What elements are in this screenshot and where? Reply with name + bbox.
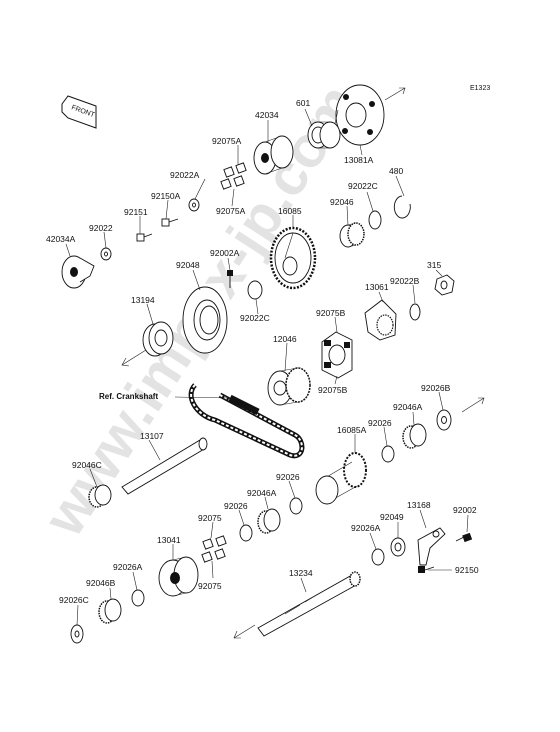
part-13194-drawing xyxy=(142,321,174,357)
label-92022C-mid: 92022C xyxy=(240,313,270,323)
label-92151: 92151 xyxy=(124,207,148,217)
label-92075B-top: 92075B xyxy=(316,308,346,318)
label-92046B: 92046B xyxy=(86,578,116,588)
part-92022C-mid-drawing xyxy=(247,280,263,300)
part-601-drawing xyxy=(307,121,341,149)
label-92026-right: 92026 xyxy=(368,418,392,428)
part-92049-drawing xyxy=(390,537,406,557)
label-92075B-bottom: 92075B xyxy=(318,385,348,395)
part-number-labels: 601 42034 13081A 92075A 92022A 92022C 48… xyxy=(46,98,479,605)
label-42034: 42034 xyxy=(255,110,279,120)
label-92022B: 92022B xyxy=(390,276,420,286)
label-13194: 13194 xyxy=(131,295,155,305)
explode-axis-lines xyxy=(121,87,485,639)
part-92026-mid-drawing xyxy=(289,497,303,515)
part-92151-drawing xyxy=(136,233,153,242)
part-92026A-right-drawing xyxy=(371,548,385,566)
label-16085: 16085 xyxy=(278,206,302,216)
part-13081A-drawing xyxy=(333,84,385,146)
label-92046A-mid: 92046A xyxy=(247,488,277,498)
label-92075A-bottom: 92075A xyxy=(216,206,246,216)
label-ref-crankshaft: Ref. Crankshaft xyxy=(99,392,158,401)
part-12046-drawing xyxy=(267,367,311,406)
label-92022C-top: 92022C xyxy=(348,181,378,191)
label-92048: 92048 xyxy=(176,260,200,270)
part-92026C-drawing xyxy=(70,624,84,644)
part-13234-drawing xyxy=(257,571,361,637)
part-92022A-drawing xyxy=(188,198,200,212)
label-92022A: 92022A xyxy=(170,170,200,180)
part-42034A-drawing xyxy=(61,255,95,289)
part-92026-right-drawing xyxy=(381,445,395,463)
part-315-drawing xyxy=(434,274,455,296)
label-13041: 13041 xyxy=(157,535,181,545)
label-92026A-left: 92026A xyxy=(113,562,143,572)
part-92046B-drawing xyxy=(98,598,122,624)
label-13081A: 13081A xyxy=(344,155,374,165)
label-92075A-top: 92075A xyxy=(212,136,242,146)
part-92046-drawing xyxy=(339,222,365,248)
part-92075-drawing xyxy=(201,535,227,563)
label-92150: 92150 xyxy=(455,565,479,575)
label-92075-bottom: 92075 xyxy=(198,581,222,591)
label-92075-top: 92075 xyxy=(198,513,222,523)
label-13061: 13061 xyxy=(365,282,389,292)
part-92046A-right-drawing xyxy=(402,423,427,449)
part-92002-drawing xyxy=(455,532,473,543)
part-92150-drawing xyxy=(418,566,435,573)
part-92002A-drawing xyxy=(227,270,233,288)
label-92022: 92022 xyxy=(89,223,113,233)
part-92150A-drawing xyxy=(161,218,179,227)
part-92075A-drawing xyxy=(220,162,247,190)
label-480: 480 xyxy=(389,166,403,176)
label-92026A-right: 92026A xyxy=(351,523,381,533)
part-92048-drawing xyxy=(182,286,228,354)
label-16085A: 16085A xyxy=(337,425,367,435)
label-13234: 13234 xyxy=(289,568,313,578)
label-92046C: 92046C xyxy=(72,460,102,470)
label-92049: 92049 xyxy=(380,512,404,522)
label-92026-left: 92026 xyxy=(224,501,248,511)
part-42034-drawing xyxy=(253,135,294,175)
part-92026B-drawing xyxy=(436,409,452,431)
part-13107-drawing xyxy=(121,437,208,495)
label-315: 315 xyxy=(427,260,441,270)
part-13041-drawing xyxy=(158,556,199,597)
label-92002A: 92002A xyxy=(210,248,240,258)
part-13168-drawing xyxy=(417,527,446,566)
label-92150A: 92150A xyxy=(151,191,181,201)
part-480-drawing xyxy=(393,195,411,219)
label-92026B: 92026B xyxy=(421,383,451,393)
label-13168: 13168 xyxy=(407,500,431,510)
label-12046: 12046 xyxy=(273,334,297,344)
part-92022-drawing xyxy=(100,247,112,261)
part-92022B-drawing xyxy=(409,303,421,321)
part-92046C-drawing xyxy=(88,484,112,508)
label-92026C: 92026C xyxy=(59,595,89,605)
label-601: 601 xyxy=(296,98,310,108)
part-16085A-drawing xyxy=(315,452,367,505)
front-direction-tag: FRONT xyxy=(61,95,97,129)
part-13061-drawing xyxy=(364,299,397,341)
part-92026-left-drawing xyxy=(239,524,253,542)
leader-lines xyxy=(65,108,469,626)
label-13107: 13107 xyxy=(140,431,164,441)
label-92046A-right: 92046A xyxy=(393,402,423,412)
part-92046A-mid-drawing xyxy=(257,508,281,534)
label-42034A: 42034A xyxy=(46,234,76,244)
part-92026A-left-drawing xyxy=(131,589,145,607)
part-92022C-top-drawing xyxy=(368,210,382,230)
part-16085-drawing xyxy=(269,226,317,290)
label-92026-mid: 92026 xyxy=(276,472,300,482)
label-92002: 92002 xyxy=(453,505,477,515)
label-92046: 92046 xyxy=(330,197,354,207)
diagram-code: E1323 xyxy=(470,85,490,92)
part-92075B-drawing xyxy=(321,331,353,379)
